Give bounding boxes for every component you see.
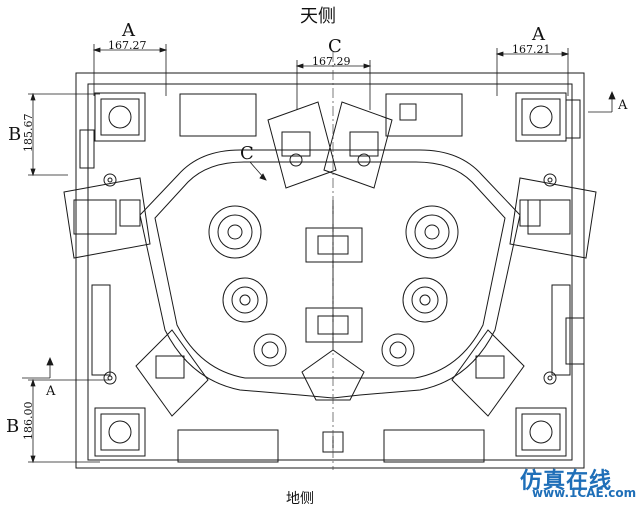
slider-bottom-left [135,329,209,417]
bottom-side-label: 地侧 [286,491,314,507]
core-left-low [253,333,287,367]
slider-top-left [267,101,337,189]
core-left-mid [222,277,268,323]
slider-bottom-right [451,329,525,417]
corner-pocket-br [515,407,567,457]
section-c-top-label: C [328,36,342,57]
dim-top-left: 167.27 [108,39,147,52]
arrow-a-right-label: A [618,98,628,113]
core-right-mid [402,277,448,323]
dim-top-right: 167.21 [512,43,551,56]
section-c-inner-label: C [240,143,254,164]
dim-left-upper: 185.67 [22,113,35,153]
core-left-upper [208,205,262,259]
top-side-label: 天侧 [300,6,336,27]
section-a-right-label: A [532,24,545,45]
corner-pocket-bl [94,407,146,457]
watermark-url: www.1CAE.com [532,486,637,500]
core-right-upper [405,205,459,259]
section-b-upper-label: B [8,124,22,145]
dim-left-lower: 186.00 [22,401,35,441]
arrow-a-left-label: A [46,384,56,399]
watermark-text: 仿真在线 [520,469,613,494]
dim-top-center: 167.29 [312,55,351,68]
outer-plate [75,72,585,469]
cavity-outline [139,149,521,399]
corner-pocket-tl [94,92,146,142]
slider-left [63,177,151,259]
slider-top-right [323,101,393,189]
corner-pocket-tr [515,92,567,142]
section-a-left-label: A [122,20,135,41]
slider-right [509,177,597,259]
inner-plate [87,83,573,461]
section-b-lower-label: B [6,416,20,437]
core-right-low [381,333,415,367]
